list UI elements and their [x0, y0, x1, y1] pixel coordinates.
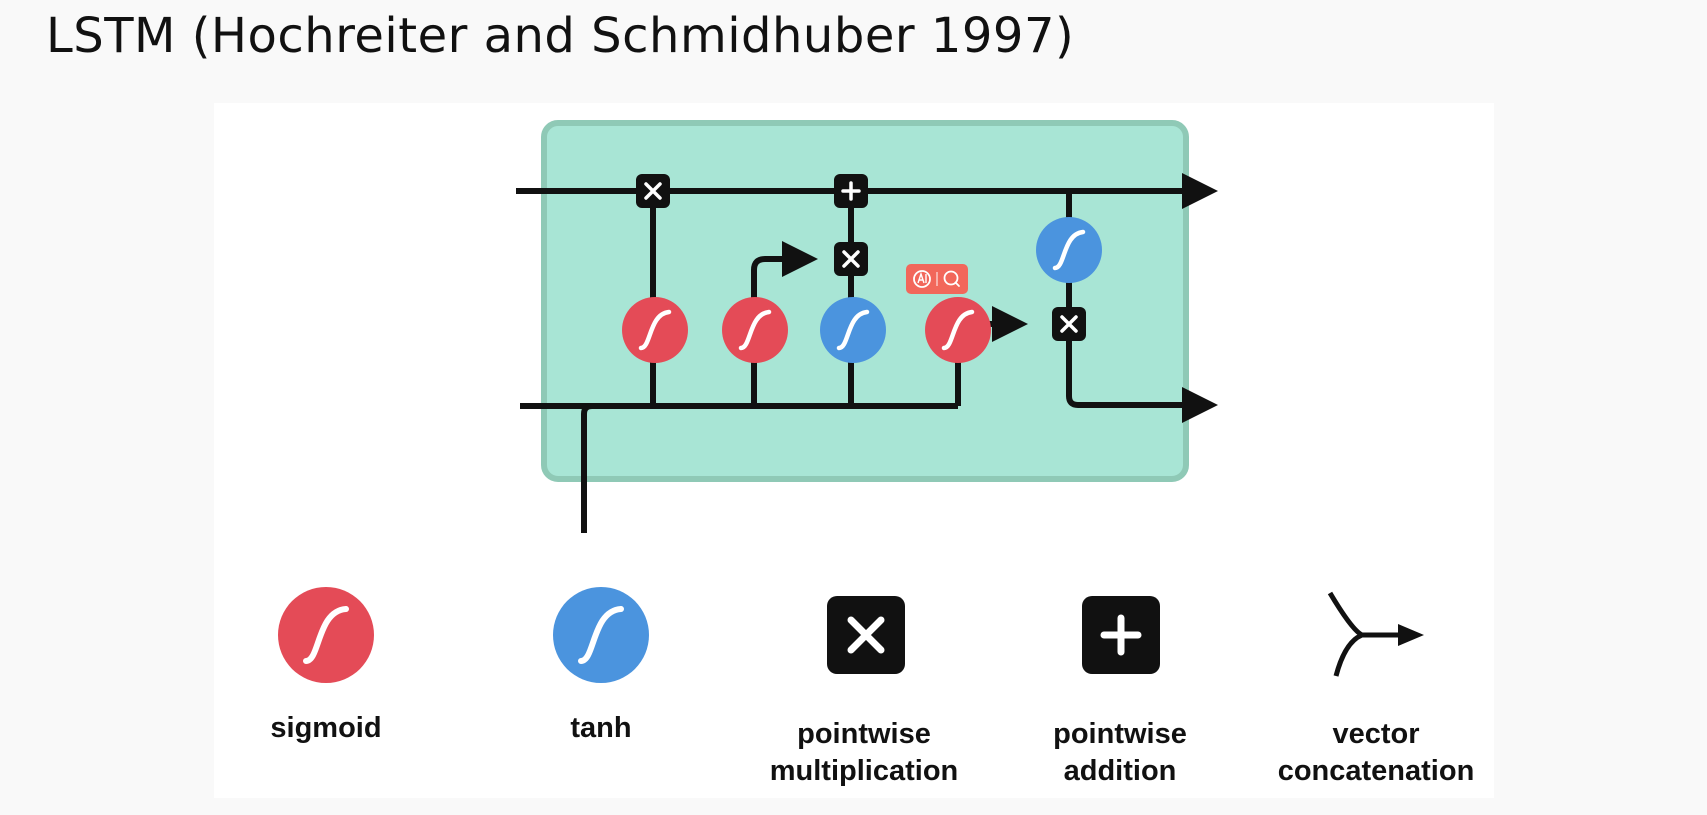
ai-search-badge[interactable] [906, 264, 968, 294]
input-gate [722, 297, 788, 363]
hidden-output-line [1066, 324, 1218, 423]
forget-multiply-op [636, 174, 670, 208]
legend-label-multiply: pointwise multiplication [769, 718, 959, 787]
input-gate-path [751, 241, 818, 406]
forget-gate [622, 297, 688, 363]
candidate-tanh [820, 297, 886, 363]
legend-label-sigmoid: sigmoid [270, 712, 382, 744]
multiply-icon [827, 596, 905, 674]
input-x-line [581, 403, 593, 533]
input-multiply-op [834, 242, 868, 276]
cell-state-tanh [1036, 217, 1102, 283]
cell-add-op [834, 174, 868, 208]
legend-label-concat: vector concatenation [1277, 718, 1475, 787]
ai-search-icon [943, 270, 960, 287]
legend-label-tanh: tanh [570, 712, 632, 744]
ai-icon [913, 270, 931, 288]
output-gate [925, 297, 991, 363]
tanh-icon [553, 587, 649, 683]
legend-label-add: pointwise addition [1053, 718, 1187, 787]
sigmoid-icon [278, 587, 374, 683]
plus-icon [1082, 596, 1160, 674]
page-title: LSTM (Hochreiter and Schmidhuber 1997) [46, 8, 1075, 64]
output-multiply-op [1052, 307, 1086, 341]
vector-concatenation-icon [1327, 591, 1424, 677]
